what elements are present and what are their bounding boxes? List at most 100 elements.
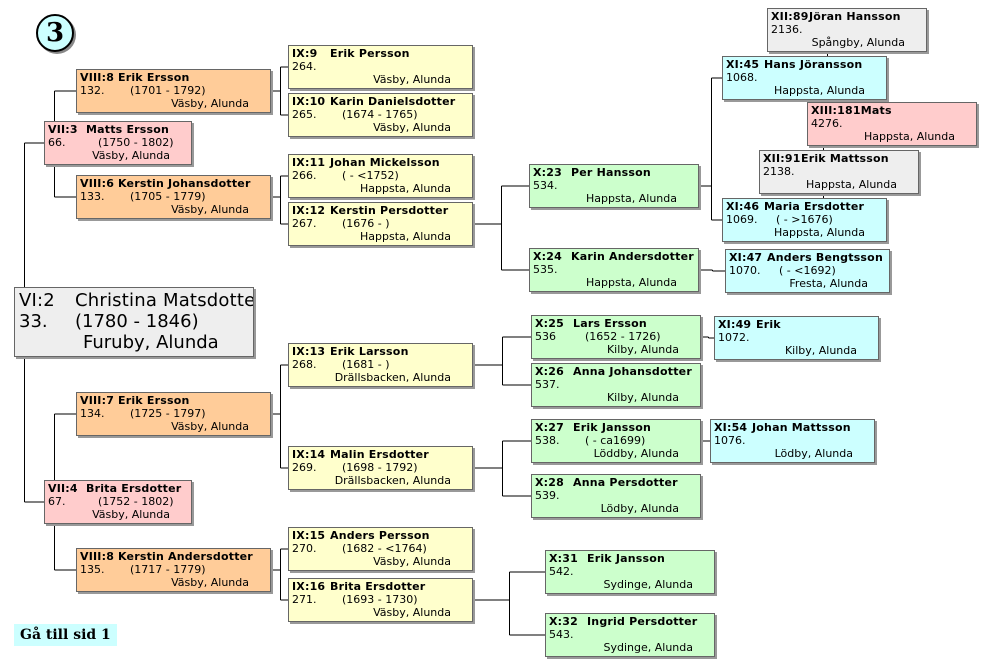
person-info: 542.: [549, 565, 711, 578]
life-dates: (1717 - 1779): [130, 563, 206, 576]
ancestor-number: 536: [535, 330, 556, 343]
person-name: Johan Mickelsson: [330, 156, 440, 169]
person-info: 543.: [549, 628, 711, 641]
ancestor-number: 67.: [48, 495, 66, 508]
person-header: IX:10 Karin Danielsdotter: [292, 95, 469, 108]
person-name: Malin Ersdotter: [330, 448, 429, 461]
ancestor-number: 267.: [292, 217, 317, 230]
person-name: Erik Mattsson: [801, 152, 889, 165]
life-dates: (1705 - 1779): [130, 190, 206, 203]
ancestor-number: 266.: [292, 169, 317, 182]
person-info: 66.(1750 - 1802): [48, 136, 188, 149]
residence-place: Happsta, Alunda: [585, 276, 677, 289]
person-info: 268.(1681 - ): [292, 358, 469, 371]
residence-place: Väsby, Alunda: [171, 97, 249, 110]
residence-place: Happsta, Alunda: [773, 226, 865, 239]
life-dates: (1693 - 1730): [342, 593, 418, 606]
person-info: 539.: [535, 489, 697, 502]
residence-place: Väsby, Alunda: [171, 576, 249, 589]
residence-place: Väsby, Alunda: [373, 555, 451, 568]
ancestor-number: 1068.: [726, 71, 758, 84]
ancestor-number: 535.: [533, 263, 558, 276]
generation-code: VII:4: [48, 482, 78, 495]
generation-code: IX:12: [292, 204, 326, 217]
residence-place: Fresta, Alunda: [789, 277, 868, 290]
person-info: 33.(1780 - 1846): [19, 311, 249, 332]
residence-place: Väsby, Alunda: [171, 420, 249, 433]
person-info: 264.: [292, 60, 469, 73]
residence-place: Lödby, Alunda: [774, 447, 853, 460]
life-dates: (1676 - ): [342, 217, 390, 230]
ancestor-number: 538.: [535, 434, 560, 447]
person-info: 538.( - ca1699): [535, 434, 697, 447]
ancestor-number: 133.: [80, 190, 105, 203]
ancestor-number: 33.: [19, 311, 48, 332]
generation-code: XIII:181: [811, 104, 861, 117]
person-name: Lars Ersson: [573, 317, 647, 330]
person-info: 67. (1752 - 1802): [48, 495, 188, 508]
life-dates: (1752 - 1802): [98, 495, 174, 508]
generation-code: X:28: [535, 476, 564, 489]
residence-place: Happsta, Alunda: [359, 230, 451, 243]
ancestor-number: 269.: [292, 461, 317, 474]
residence-place: Happsta, Alunda: [773, 84, 865, 97]
generation-code: IX:14: [292, 448, 326, 461]
generation-code: IX:10: [292, 95, 326, 108]
life-dates: ( - <1752): [342, 169, 399, 182]
person-info: 265.(1674 - 1765): [292, 108, 469, 121]
goto-page-1-link[interactable]: Gå till sid 1: [14, 624, 117, 646]
person-info: 133. (1705 - 1779): [80, 190, 267, 203]
person-info: 535.: [533, 263, 695, 276]
person-name: Hans Jöransson: [764, 58, 863, 71]
residence-place: Sydinge, Alunda: [603, 641, 694, 654]
person-name: Mats: [860, 104, 892, 117]
life-dates: (1698 - 1792): [342, 461, 418, 474]
person-name: Karin Danielsdotter: [330, 95, 456, 108]
ancestor-number: 1069.: [726, 213, 758, 226]
residence-place: Väsby, Alunda: [92, 508, 170, 521]
generation-code: VII:3: [48, 123, 78, 136]
ancestor-number: 270.: [292, 542, 317, 555]
generation-code: X:23: [533, 166, 562, 179]
residence-place: Drällsbacken, Alunda: [334, 371, 451, 384]
person-header: XII:89Jöran Hansson: [771, 10, 923, 23]
person-name: Christina Matsdotter: [75, 290, 254, 311]
generation-code: VIII:7: [80, 394, 115, 407]
residence-place: Spångby, Alunda: [811, 36, 905, 49]
generation-code: X:24: [533, 250, 562, 263]
person-name: Erik Persson: [330, 47, 410, 60]
residence-place: Kilby, Alunda: [606, 391, 679, 404]
ancestor-number: 1070.: [729, 264, 761, 277]
residence-place: Furuby, Alunda: [83, 332, 219, 353]
person-info: 536(1652 - 1726): [535, 330, 697, 343]
person-info: 534.: [533, 179, 695, 192]
person-name: Karin Andersdotter: [571, 250, 694, 263]
generation-code: IX:16: [292, 580, 326, 593]
